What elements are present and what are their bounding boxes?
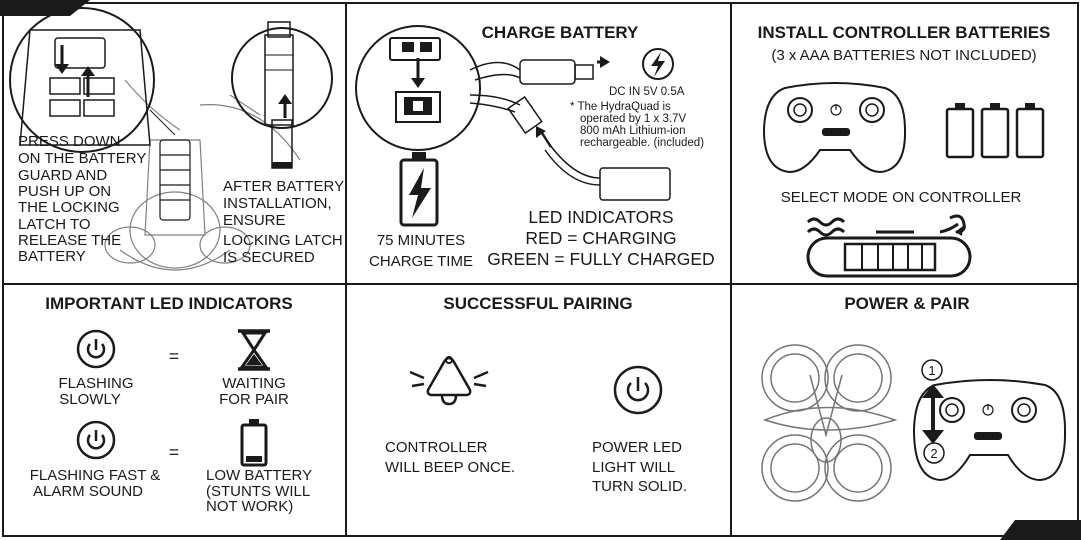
charging-cable-illustration [469,59,671,201]
flashing-fast-line-2: ALARM SOUND [33,483,143,500]
battery-icon [240,419,268,467]
power-icon [982,404,994,416]
press-line-1: PRESS DOWN [18,133,121,150]
waiting-line-2: FOR PAIR [219,391,289,408]
double-arrow-icon [922,384,944,444]
battery-icon [980,103,1010,159]
step-1-badge: 1 [921,359,943,381]
solid-line-2: LIGHT WILL [592,459,675,476]
zoom-circle-release [9,7,176,153]
charge-title: CHARGE BATTERY [482,23,639,42]
press-line-5: THE LOCKING [18,199,120,216]
beep-line-1: CONTROLLER [385,439,488,456]
battery-release-panel: PRESS DOWN ON THE BATTERY GUARD AND PUSH… [9,7,344,271]
spin-icon [939,214,966,236]
arrow-right-icon [597,56,610,68]
note-line-3: 800 mAh Lithium-ion [580,125,685,137]
waiting-line-1: WAITING [222,375,286,392]
low-battery-line-1: LOW BATTERY [206,467,312,484]
beep-line-2: WILL BEEP ONCE. [385,459,515,476]
drone-illustration [104,79,301,271]
led-green-label: GREEN = FULLY CHARGED [487,249,714,269]
arrow-down-icon [411,58,425,88]
press-line-7: RELEASE THE [18,232,121,249]
controller-illustration [912,379,1067,482]
bolt-icon [409,168,431,218]
step-2-badge: 2 [923,442,945,464]
note-line-4: rechargeable. (included) [580,137,704,149]
step-1-number: 1 [928,363,935,378]
press-down-instructions: PRESS DOWN ON THE BATTERY GUARD AND PUSH… [18,133,146,265]
after-installation-instructions: AFTER BATTERY INSTALLATION, ENSURE LOCKI… [223,178,344,266]
arrow-down-icon [55,45,69,74]
zoom-circle-latch [231,21,333,169]
after-line-3: ENSURE [223,212,286,229]
controller-batteries-panel: INSTALL CONTROLLER BATTERIES (3 x AAA BA… [758,23,1051,278]
equals-sign: = [169,346,179,366]
controller-subtitle: (3 x AAA BATTERIES NOT INCLUDED) [771,47,1036,64]
solid-line-1: POWER LED [592,439,682,456]
battery-icon [399,152,439,227]
power-pair-title: POWER & PAIR [844,294,969,313]
dc-in-label: DC IN 5V 0.5A [609,86,685,98]
press-line-3: GUARD AND [18,167,107,184]
aaa-batteries-illustration [945,103,1045,159]
flashing-slowly-line-2: SLOWLY [59,391,120,408]
power-icon [830,104,842,116]
after-line-1: AFTER BATTERY [223,178,344,195]
power-icon [76,329,116,369]
bolt-icon [642,48,674,80]
connector-zoom-circle [355,25,481,151]
arrow-up-icon [278,94,292,118]
press-line-6: LATCH TO [18,216,91,233]
charge-time-line-2: CHARGE TIME [369,253,473,270]
low-battery-line-3: NOT WORK) [206,498,293,515]
successful-pairing-panel: SUCCESSFUL PAIRING CONTROLLER WILL BEEP … [385,294,687,495]
important-led-title: IMPORTANT LED INDICATORS [45,294,292,313]
flashing-slowly-line-1: FLASHING [58,375,133,392]
after-line-5: IS SECURED [223,249,315,266]
battery-icon [945,103,975,159]
led-indicators-title: LED INDICATORS [528,207,673,227]
hourglass-icon [238,329,270,371]
charge-battery-panel: CHARGE BATTERY [355,23,715,270]
controller-title: INSTALL CONTROLLER BATTERIES [758,23,1051,42]
quadcopter-illustration [761,344,898,502]
charge-time-line-1: 75 MINUTES [377,232,465,249]
led-red-label: RED = CHARGING [525,228,676,248]
step-2-number: 2 [930,446,937,461]
wave-icon [806,217,846,237]
power-icon [613,365,663,415]
arrow-up-icon [536,126,553,148]
power-pair-panel: POWER & PAIR [761,294,1067,502]
battery-pack-illustration [159,139,191,221]
press-line-2: ON THE BATTERY [18,150,146,167]
arrow-up-icon [81,66,95,97]
battery-spec-note: * The HydraQuad is operated by 1 x 3.7V … [570,101,704,149]
pairing-title: SUCCESSFUL PAIRING [443,294,632,313]
battery-icon [1015,103,1045,159]
solid-line-3: TURN SOLID. [592,478,687,495]
note-line-2: operated by 1 x 3.7V [580,113,686,125]
press-line-4: PUSH UP ON [18,183,111,200]
mode-switch-illustration [806,214,972,278]
controller-illustration [762,82,907,174]
flashing-fast-line-1: FLASHING FAST & [30,467,161,484]
after-line-4: LOCKING LATCH [223,232,343,249]
note-line-1: * The HydraQuad is [570,101,671,113]
equals-sign: = [169,442,179,462]
low-battery-line-2: (STUNTS WILL [206,483,310,500]
select-mode-title: SELECT MODE ON CONTROLLER [781,189,1022,206]
bell-icon [409,356,489,406]
power-icon [76,420,116,460]
important-led-panel: IMPORTANT LED INDICATORS = FLASHING SLOW… [30,294,312,515]
press-line-8: BATTERY [18,248,86,265]
after-line-2: INSTALLATION, [223,195,332,212]
